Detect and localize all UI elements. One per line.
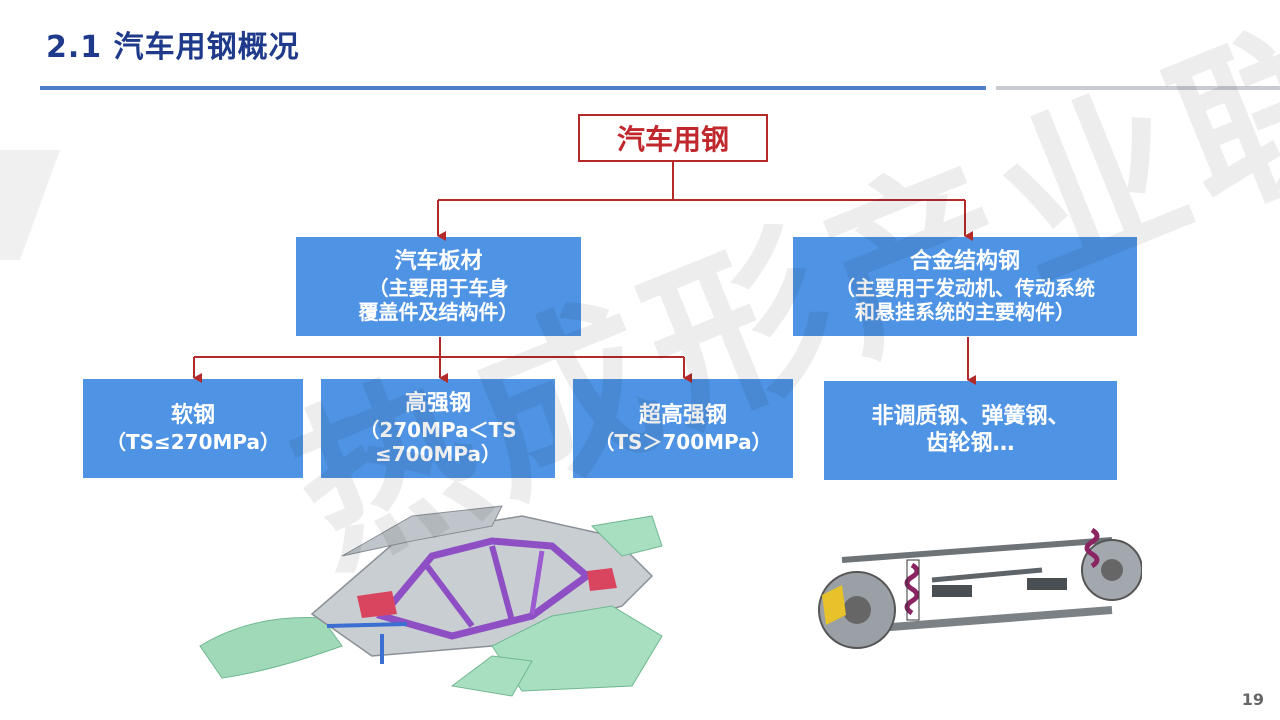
branch-desc-line: （主要用于发动机、传动系统	[835, 275, 1095, 300]
branch-node-alloy-structural-steel: 合金结构钢 （主要用于发动机、传动系统 和悬挂系统的主要构件）	[793, 237, 1137, 336]
leaf-title: 超高强钢	[638, 402, 727, 428]
branch-title: 汽车板材	[394, 248, 483, 274]
branch-title: 合金结构钢	[909, 248, 1020, 274]
branch-desc-line: （主要用于车身	[368, 275, 509, 300]
title-underline-grey	[996, 86, 1280, 90]
page-title: 2.1 汽车用钢概况	[46, 30, 300, 65]
leaf-title: 高强钢	[404, 390, 471, 416]
leaf-node-high-strength-steel: 高强钢 （270MPa＜TS ≤700MPa）	[321, 379, 555, 478]
leaf-desc-line: （270MPa＜TS	[359, 417, 517, 442]
leaf-node-ultra-high-strength-steel: 超高强钢 （TS＞700MPa）	[573, 379, 793, 478]
car-body-in-white-image	[199, 505, 663, 697]
root-node-automotive-steel: 汽车用钢	[578, 114, 768, 162]
leaf-title: 非调质钢、弹簧钢、	[871, 403, 1070, 429]
leaf-desc-line: （TS＞700MPa）	[594, 429, 772, 454]
leaf-node-special-steels: 非调质钢、弹簧钢、 齿轮钢…	[824, 381, 1117, 480]
leaf-title: 软钢	[170, 402, 215, 428]
branch-desc-line: 和悬挂系统的主要构件）	[855, 299, 1075, 324]
title-underline-blue	[40, 86, 986, 90]
branch-desc-line: 覆盖件及结构件）	[358, 299, 519, 324]
leaf-title-cont: 齿轮钢…	[926, 430, 1015, 456]
page-number: 19	[1241, 690, 1264, 709]
branch-node-sheet-steel: 汽车板材 （主要用于车身 覆盖件及结构件）	[296, 237, 581, 336]
leaf-desc-line: ≤700MPa）	[374, 441, 502, 466]
suspension-chassis-image	[818, 527, 1142, 649]
leaf-node-mild-steel: 软钢 （TS≤270MPa）	[83, 379, 303, 478]
leaf-desc-line: （TS≤270MPa）	[105, 429, 281, 454]
